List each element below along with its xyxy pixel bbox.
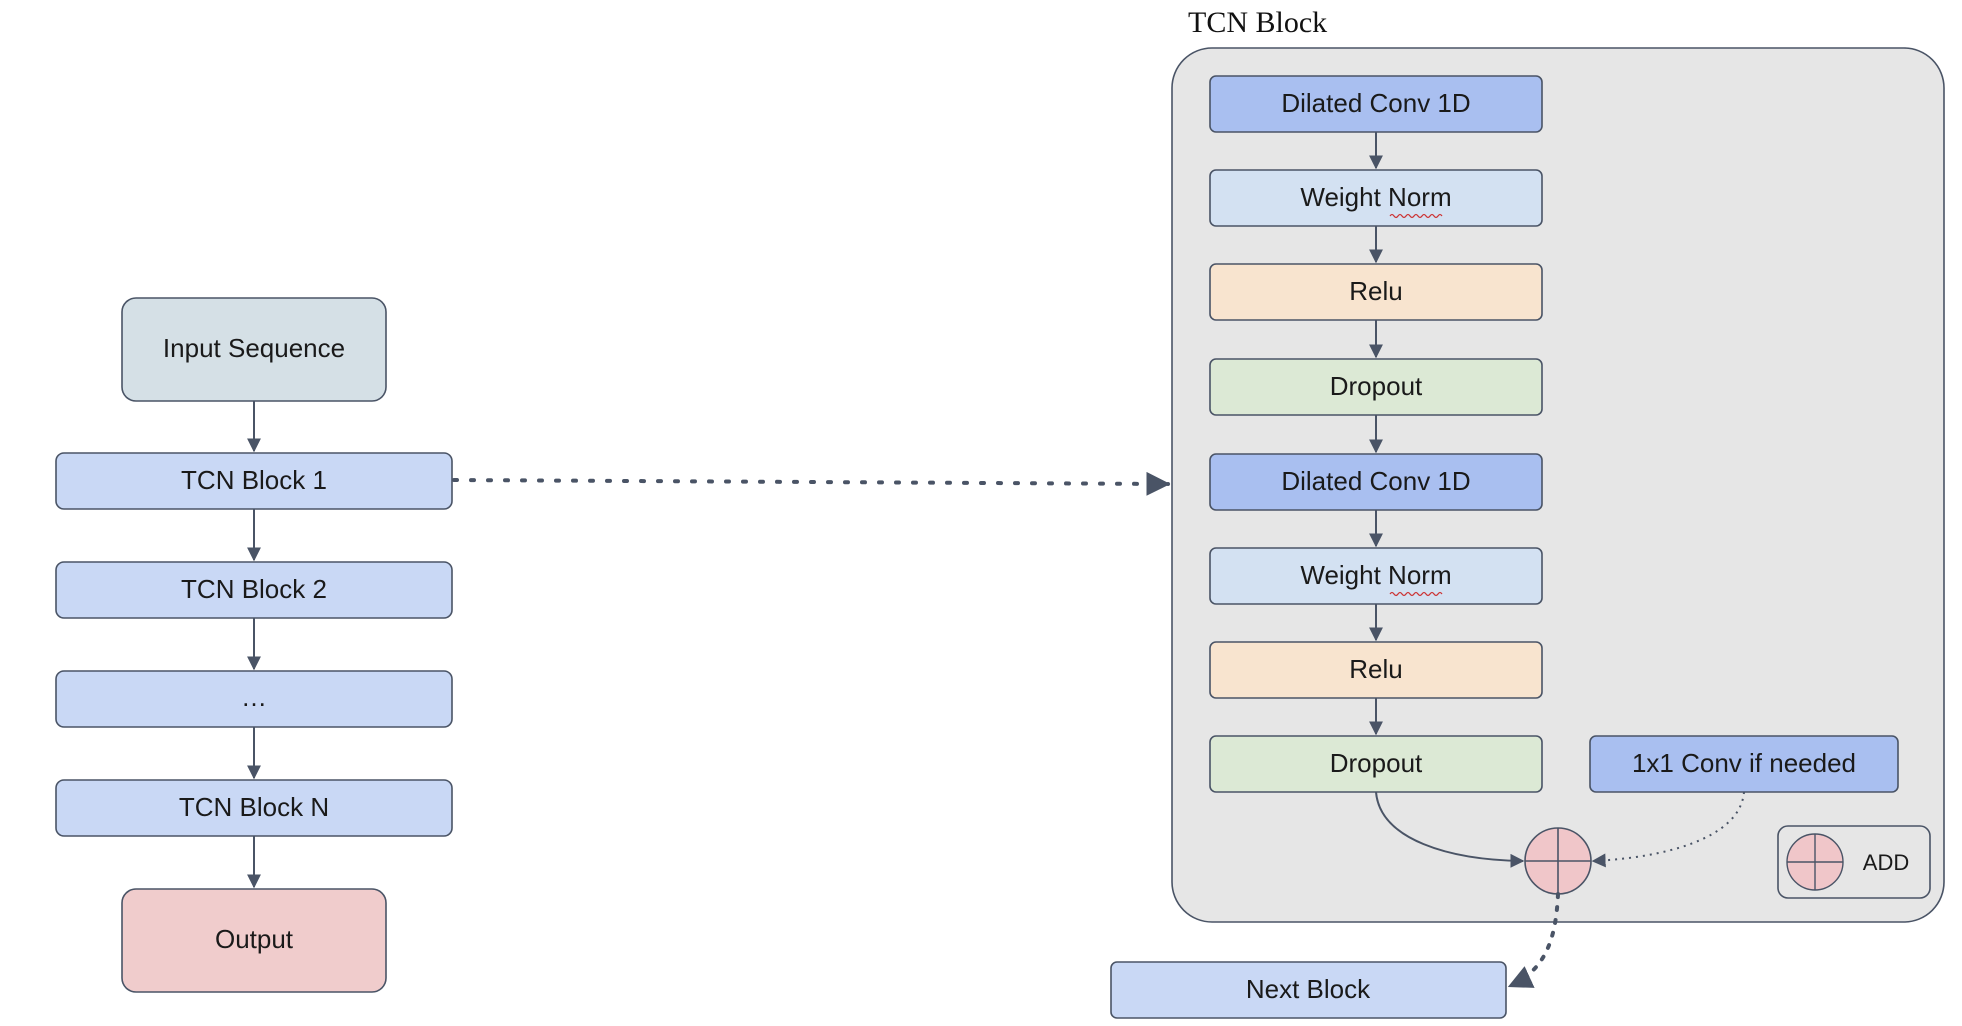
pipeline-block-ellipsis-label: … <box>241 682 267 712</box>
input-sequence-node: Input Sequence <box>121 297 387 402</box>
input-sequence-label: Input Sequence <box>163 333 345 363</box>
arrow-add-to-next-block <box>1507 892 1560 988</box>
layer-dropout-1: Dropout <box>1209 358 1543 416</box>
layer-dilated-conv-2: Dilated Conv 1D <box>1209 453 1543 511</box>
add-legend-label: ADD <box>1863 850 1909 875</box>
output-label: Output <box>215 924 294 954</box>
pipeline-block-1: TCN Block 1 <box>55 452 453 510</box>
arrow-dropout-to-add <box>1375 791 1525 868</box>
next-block-label: Next Block <box>1246 974 1371 1004</box>
arrow-residual-to-add <box>1591 791 1745 868</box>
layer-weight-norm-1: Weight Norm <box>1209 169 1543 227</box>
layer-relu-2-label: Relu <box>1349 654 1402 684</box>
spellcheck-squiggle-1 <box>1389 213 1443 219</box>
layer-relu-1-label: Relu <box>1349 276 1402 306</box>
layer-dilated-conv-1-label: Dilated Conv 1D <box>1281 88 1470 118</box>
layer-weight-norm-2: Weight Norm <box>1209 547 1543 605</box>
pipeline-block-2-label: TCN Block 2 <box>181 574 327 604</box>
layer-dropout-1-label: Dropout <box>1330 371 1423 401</box>
layer-dilated-conv-1: Dilated Conv 1D <box>1209 75 1543 133</box>
pipeline-block-ellipsis: … <box>55 670 453 728</box>
pipeline-block-n-label: TCN Block N <box>179 792 329 822</box>
add-operation-node <box>1524 827 1592 895</box>
layer-dropout-2: Dropout <box>1209 735 1543 793</box>
layer-weight-norm-1-label: Weight Norm <box>1300 182 1451 212</box>
next-block-node: Next Block <box>1110 961 1507 1019</box>
residual-conv-node: 1x1 Conv if needed <box>1589 735 1899 793</box>
layer-relu-1: Relu <box>1209 263 1543 321</box>
layer-dropout-2-label: Dropout <box>1330 748 1423 778</box>
expand-arrow-dotted <box>452 471 1171 496</box>
layer-dilated-conv-2-label: Dilated Conv 1D <box>1281 466 1470 496</box>
residual-conv-label: 1x1 Conv if needed <box>1632 748 1856 778</box>
layer-relu-2: Relu <box>1209 641 1543 699</box>
pipeline-block-n: TCN Block N <box>55 779 453 837</box>
pipeline-block-2: TCN Block 2 <box>55 561 453 619</box>
spellcheck-squiggle-2 <box>1389 591 1443 597</box>
add-legend: ADD <box>1777 825 1931 899</box>
pipeline-block-1-label: TCN Block 1 <box>181 465 327 495</box>
output-node: Output <box>121 888 387 993</box>
tcn-block-title: TCN Block <box>1188 6 1327 39</box>
layer-weight-norm-2-label: Weight Norm <box>1300 560 1451 590</box>
